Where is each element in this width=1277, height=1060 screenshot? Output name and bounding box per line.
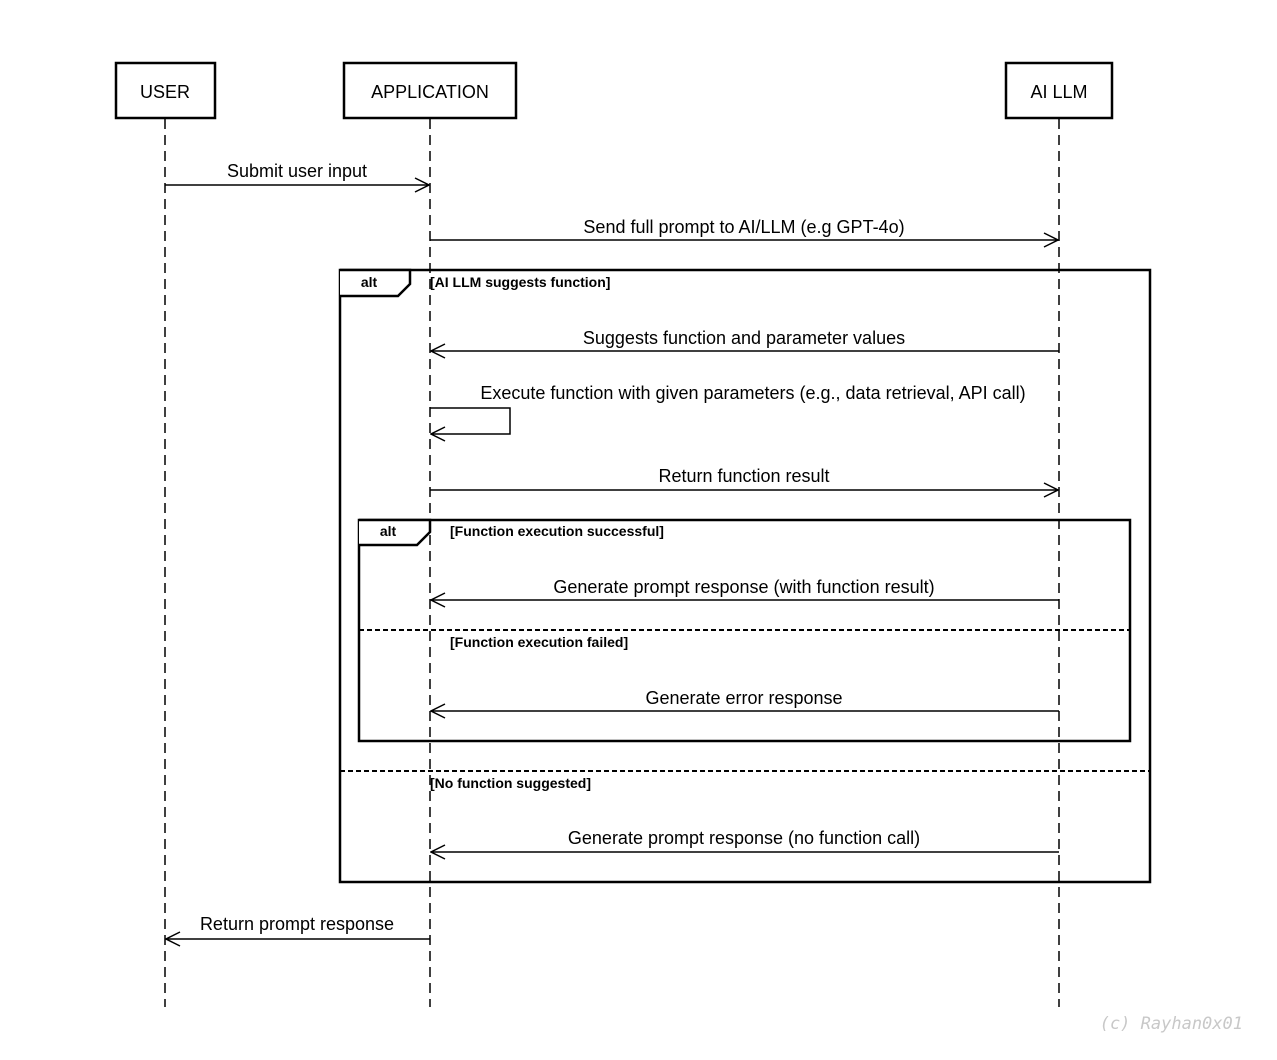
actor-application-label: APPLICATION: [371, 82, 489, 102]
actor-ai-llm: AI LLM: [1004, 61, 1114, 120]
message-generate-error-label: Generate error response: [645, 688, 842, 708]
message-send-prompt-label: Send full prompt to AI/LLM (e.g GPT-4o): [583, 217, 904, 237]
message-return-response: Return prompt response: [166, 914, 430, 939]
message-generate-no-function-label: Generate prompt response (no function ca…: [568, 828, 920, 848]
actor-application: APPLICATION: [342, 61, 518, 120]
outer-alt-guard-1: [AI LLM suggests function]: [430, 274, 610, 290]
message-return-result: Return function result: [430, 466, 1058, 490]
message-submit-input-label: Submit user input: [227, 161, 367, 181]
actor-ai-llm-label: AI LLM: [1030, 82, 1087, 102]
outer-alt-tag: alt: [361, 274, 378, 290]
message-generate-with-result: Generate prompt response (with function …: [431, 577, 1059, 600]
message-generate-no-function: Generate prompt response (no function ca…: [431, 828, 1059, 852]
outer-alt-frame: alt [AI LLM suggests function] [No funct…: [338, 268, 1152, 884]
message-generate-with-result-label: Generate prompt response (with function …: [553, 577, 934, 597]
message-generate-error: Generate error response: [431, 688, 1059, 711]
outer-alt-guard-2: [No function suggested]: [430, 775, 591, 791]
watermark: (c) Rayhan0x01: [1099, 1014, 1243, 1034]
message-suggests-function-label: Suggests function and parameter values: [583, 328, 905, 348]
message-execute-function: Execute function with given parameters (…: [430, 383, 1026, 434]
message-suggests-function: Suggests function and parameter values: [431, 328, 1059, 351]
message-execute-function-label: Execute function with given parameters (…: [480, 383, 1025, 403]
message-return-response-label: Return prompt response: [200, 914, 394, 934]
inner-alt-tag: alt: [380, 523, 397, 539]
inner-alt-guard-1: [Function execution successful]: [450, 523, 664, 539]
inner-alt-guard-2: [Function execution failed]: [450, 634, 628, 650]
message-return-result-label: Return function result: [658, 466, 829, 486]
message-send-prompt: Send full prompt to AI/LLM (e.g GPT-4o): [430, 217, 1058, 240]
actor-user: USER: [114, 61, 217, 120]
actor-user-label: USER: [140, 82, 190, 102]
inner-alt-frame: alt [Function execution successful] [Fun…: [357, 518, 1132, 743]
message-submit-input: Submit user input: [165, 161, 429, 185]
